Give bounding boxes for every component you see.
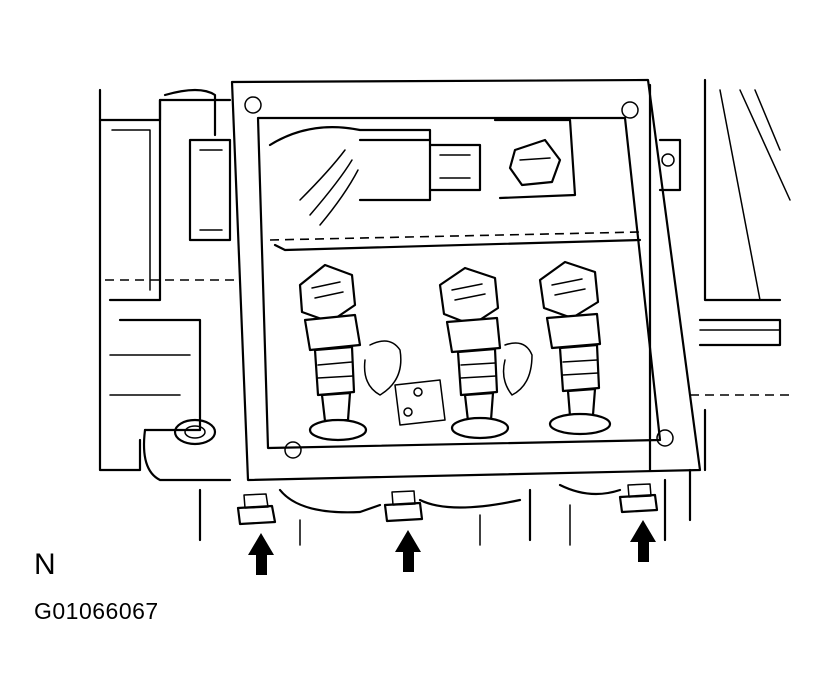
lower-housing — [198, 468, 692, 546]
injector-1 — [298, 263, 368, 442]
engine-block-outline — [98, 88, 240, 482]
view-letter: N — [34, 548, 56, 581]
mounting-bolt-3 — [618, 483, 659, 514]
right-housing-outline — [648, 78, 791, 472]
mounting-bolt-2 — [383, 490, 424, 523]
lower-casting — [363, 340, 533, 426]
arrow-icon — [248, 533, 274, 575]
arrow-icon — [395, 530, 421, 572]
figure-code: G01066067 — [34, 598, 159, 624]
injector-3 — [538, 260, 612, 436]
wiring-harness — [268, 118, 642, 252]
cover-plate — [230, 78, 702, 482]
arrow-icon — [630, 520, 656, 562]
mounting-bolt-1 — [236, 493, 277, 526]
injector-2 — [438, 266, 510, 440]
